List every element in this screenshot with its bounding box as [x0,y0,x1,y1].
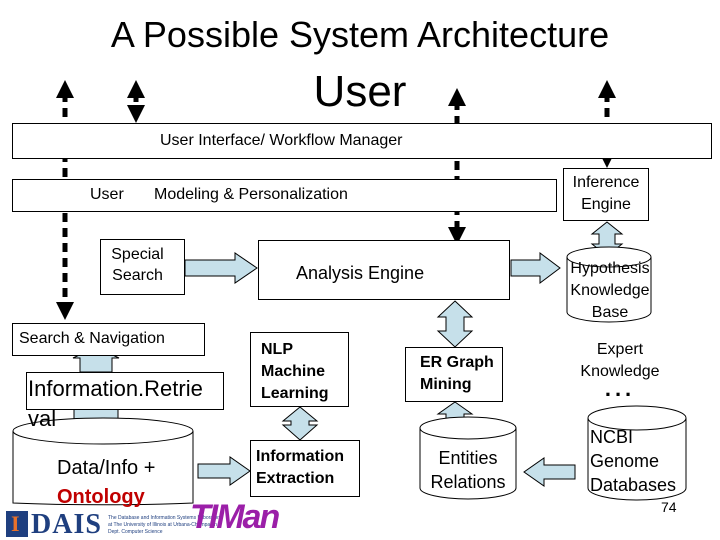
analysis-engine-label: Analysis Engine [296,263,425,283]
block-arrow-special-to-analysis [184,252,258,284]
er-graph-box [405,347,503,402]
analysis-engine-box [258,240,510,300]
dais-logo-caption-1: The Database and Information Systems Lab… [108,515,222,521]
page-number: 74 [661,499,677,515]
inference-engine-label-1: Inference [572,174,640,191]
hypothesis-label-2: Knowledge [570,282,650,299]
ontology-label: Ontology [57,486,145,508]
er-graph-label-1: ER Graph [420,354,494,371]
information-retrieval-box [26,372,224,410]
expert-knowledge-ellipsis: ... [604,376,636,401]
ui-workflow-box [12,123,712,159]
inference-engine-label-2: Engine [581,196,631,213]
information-extraction-box [250,440,360,497]
nlp-box [250,332,349,407]
cylinder-entities-relations [419,416,517,500]
ncbi-label-3: Databases [590,475,677,495]
block-arrow-analysis-er [436,300,474,348]
cylinder-ncbi [587,405,687,501]
user-modeling-box [12,179,557,212]
dashed-user-arrow-2 [127,80,145,123]
user-modeling-label-left: User [90,186,124,203]
user-heading: User [313,67,407,116]
dais-logo-text: DAIS [31,509,102,540]
data-info-label: Data/Info + [57,457,156,479]
expert-knowledge-label-2: Knowledge [580,363,660,380]
expert-knowledge-label-1: Expert [596,341,644,358]
block-arrow-analysis-to-hypothesis [510,252,561,284]
block-arrow-nlp-extraction [281,406,319,441]
hypothesis-label-3: Base [591,304,629,321]
illinois-logo: I [6,511,28,537]
entities-label: Entities [438,448,498,468]
nlp-label-1: NLP [261,341,293,358]
information-retrieval-label-1: Information.Retrie [28,376,203,401]
cylinder-hypothesis [566,246,652,323]
special-search-label-2: Search [112,267,163,284]
special-search-label-1: Special [111,246,164,263]
information-extraction-label-2: Extraction [256,470,335,487]
inference-engine-box [563,168,649,221]
nlp-label-2: Machine [261,363,326,380]
er-graph-label-2: Mining [420,376,472,393]
hypothesis-label-1: Hypothesis [570,260,650,277]
information-extraction-label-1: Information [256,448,344,465]
page-title: A Possible System Architecture [110,14,610,55]
illinois-logo-letter: I [11,511,20,536]
information-retrieval-label-2: val [28,406,57,431]
timan-logo: TIMan [190,498,280,536]
search-navigation-label: Search & Navigation [19,330,165,347]
dais-logo-caption-3: Dept. Computer Science [108,529,163,535]
cylinder-data-info [12,417,194,506]
user-modeling-label-right: Modeling & Personalization [154,186,348,203]
ncbi-label-2: Genome [590,451,660,471]
ncbi-label-1: NCBI [590,427,634,447]
relations-label: Relations [430,472,506,492]
nlp-label-3: Learning [261,385,329,402]
ui-workflow-label: User Interface/ Workflow Manager [160,132,403,149]
special-search-box [100,239,185,295]
search-navigation-box [12,323,205,356]
block-arrow-data-to-extraction [197,456,251,486]
block-arrow-ncbi-to-entities [523,457,576,487]
dais-logo-caption-2: at The University of Illinois at Urbana-… [108,522,217,528]
